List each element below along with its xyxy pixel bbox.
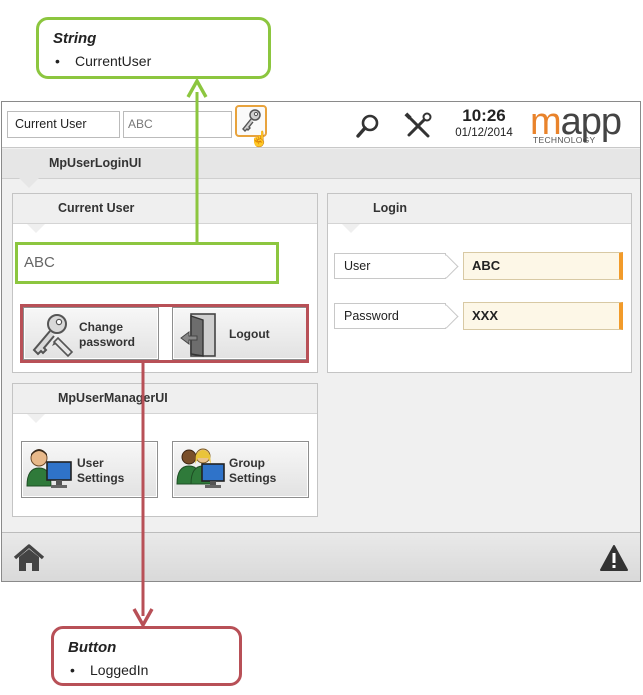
- change-password-line2: password: [79, 335, 136, 349]
- current-user-panel-header: Current User: [13, 194, 317, 233]
- button-callout: Button • LoggedIn: [51, 626, 242, 686]
- warning-icon[interactable]: [599, 544, 629, 572]
- string-arrow-head: [186, 77, 208, 98]
- change-password-line1: Change: [79, 320, 124, 334]
- hand-cursor-icon: ☝: [250, 131, 269, 148]
- panel-notch: [27, 224, 45, 233]
- string-callout: String • CurrentUser: [36, 17, 271, 79]
- login-panel-header: Login: [328, 194, 631, 233]
- button-arrow-head: [132, 608, 154, 629]
- login-panel: Login: [327, 193, 632, 373]
- top-bar: Current User ABC ☝ 10:26 01/12/2014 mapp…: [2, 102, 640, 148]
- home-icon[interactable]: [13, 544, 45, 572]
- current-user-field: ABC: [15, 242, 279, 284]
- bullet: •: [55, 53, 60, 69]
- tools-icon[interactable]: [403, 112, 433, 140]
- search-icon[interactable]: [354, 112, 382, 140]
- logout-button[interactable]: Logout: [172, 307, 308, 360]
- logout-label: Logout: [229, 327, 270, 341]
- clock-time: 10:26: [462, 106, 506, 125]
- logo-letter-m: m: [530, 101, 562, 143]
- main-tab-title: MpUserLoginUI: [49, 156, 142, 170]
- string-callout-item: • CurrentUser: [55, 53, 151, 69]
- tab-notch: [19, 178, 39, 188]
- user-settings-line2: Settings: [77, 471, 125, 485]
- user-monitor-icon: [26, 449, 72, 488]
- user-manager-panel-header: MpUserManagerUI: [13, 384, 317, 423]
- mapp-logo-subtitle: TECHNOLOGY: [533, 135, 596, 145]
- login-user-label: User: [334, 253, 446, 279]
- mapp-logo: mapp: [530, 101, 622, 143]
- current-user-panel-title: Current User: [58, 201, 135, 215]
- group-settings-line1: Group: [229, 456, 265, 470]
- login-key-button[interactable]: [235, 105, 267, 137]
- clock-date: 01/12/2014: [455, 127, 513, 139]
- group-settings-line2: Settings: [229, 471, 277, 485]
- string-callout-item-text: CurrentUser: [75, 53, 152, 69]
- user-settings-line1: User: [77, 456, 104, 470]
- button-callout-item: • LoggedIn: [70, 662, 148, 678]
- login-user-input[interactable]: ABC: [463, 252, 623, 280]
- main-tab-header: MpUserLoginUI: [2, 149, 640, 188]
- bullet: •: [70, 662, 75, 678]
- login-panel-title: Login: [373, 201, 408, 215]
- button-callout-item-text: LoggedIn: [90, 662, 149, 678]
- current-user-label: Current User: [7, 111, 120, 138]
- login-password-input[interactable]: XXX: [463, 302, 623, 330]
- panel-notch: [27, 414, 45, 423]
- current-user-value: ABC: [123, 111, 232, 138]
- door-exit-icon: [180, 313, 216, 357]
- bottom-bar: [2, 532, 640, 581]
- button-callout-title: Button: [68, 639, 117, 656]
- panel-notch: [342, 224, 360, 233]
- login-password-label: Password: [334, 303, 446, 329]
- logo-letters-rest: app: [560, 101, 622, 143]
- key-icon: [242, 109, 261, 132]
- string-callout-title: String: [53, 30, 97, 47]
- key-pencil-icon: [32, 314, 74, 358]
- user-manager-panel-title: MpUserManagerUI: [58, 391, 168, 405]
- group-monitor-icon: [176, 448, 225, 488]
- hmi-window: Current User ABC ☝ 10:26 01/12/2014 mapp…: [1, 101, 641, 582]
